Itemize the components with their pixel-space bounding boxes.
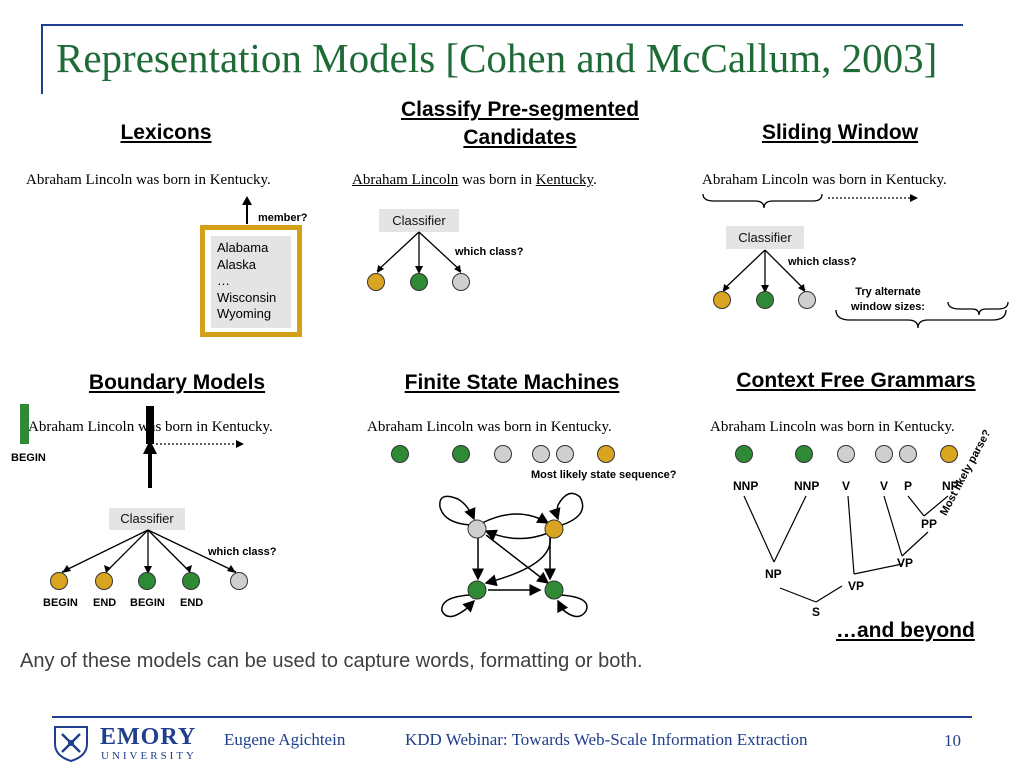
boundary-cursor-arrows: [143, 440, 244, 488]
fsm-word-states: [391, 445, 615, 463]
sentence-classify: Abraham Lincoln was born in Kentucky.: [352, 172, 597, 189]
class-node-green: [756, 291, 774, 309]
footer-event: KDD Webinar: Towards Web-Scale Informati…: [405, 730, 808, 749]
lexicon-item: …: [217, 273, 230, 288]
sliding-question: which class?: [788, 256, 857, 268]
boundary-node-green: [138, 572, 156, 590]
heading-lexicons: Lexicons: [120, 121, 212, 144]
heading-classify-line2: Candidates: [463, 126, 577, 149]
beyond-label: …and beyond: [836, 619, 975, 642]
page-number: 10: [944, 731, 961, 750]
candidate-abraham-lincoln: Abraham Lincoln: [352, 172, 459, 188]
heading-boundary-models: Boundary Models: [88, 371, 266, 394]
lexicon-item: Alaska: [217, 256, 257, 272]
class-node-gold: [713, 291, 731, 309]
footer-author: Eugene Agichtein: [224, 730, 346, 749]
begin-marker-label: BEGIN: [11, 452, 46, 464]
fsm-state-green: [467, 580, 487, 600]
sentence-middle: was born in: [458, 172, 536, 188]
heading-classify: Classify Pre-segmented Candidates: [340, 96, 700, 152]
cfg-tag: NNP: [733, 479, 759, 493]
cfg-vp-lower: VP: [848, 579, 865, 593]
classify-question: which class?: [455, 246, 524, 258]
boundary-tree: [50, 529, 248, 590]
boundary-node-gold: [50, 572, 68, 590]
class-node-gold: [367, 273, 385, 291]
class-node-green: [410, 273, 428, 291]
sliding-alternate-line2: window sizes:: [851, 301, 925, 313]
boundary-output-label: END: [93, 597, 117, 609]
classify-tree: [367, 231, 470, 291]
sliding-window-brace: [702, 193, 918, 209]
fsm-state-green: [544, 580, 564, 600]
class-node-gray: [798, 291, 816, 309]
boundary-question: which class?: [208, 546, 277, 558]
sentence-lexicons: Abraham Lincoln was born in Kentucky.: [26, 172, 271, 188]
lexicon-list-inner: Alabama Alaska … Wisconsin Wyoming: [211, 236, 291, 328]
heading-context-free-grammars: Context Free Grammars: [736, 369, 976, 392]
cfg-tag: V: [880, 479, 889, 493]
cfg-parse-lines: [743, 495, 949, 603]
emory-logo-sub: UNIVERSITY: [101, 750, 197, 762]
class-node-gray: [452, 273, 470, 291]
title-side-rule: [41, 24, 43, 94]
bottom-note: Any of these models can be used to captu…: [20, 650, 643, 672]
boundary-node-gold: [95, 572, 113, 590]
cfg-tag: NP: [942, 479, 959, 493]
slide-title: Representation Models [Cohen and McCallu…: [56, 35, 938, 81]
cfg-tag: V: [842, 479, 851, 493]
emory-logo-name: EMORY: [100, 724, 197, 750]
sentence-end: .: [593, 172, 597, 188]
heading-finite-state-machines: Finite State Machines: [404, 371, 620, 394]
cfg-tag: P: [904, 479, 913, 493]
boundary-output-label: END: [180, 597, 204, 609]
cfg-pp: PP: [921, 517, 938, 531]
boundary-cursor-bar: [146, 406, 154, 444]
sentence-cfg: Abraham Lincoln was born in Kentucky.: [710, 419, 955, 435]
begin-marker-bar: [20, 404, 29, 444]
emory-shield-icon: [54, 726, 88, 762]
sliding-alternate-line1: Try alternate: [855, 286, 921, 298]
footer-rule: [52, 716, 972, 718]
boundary-output-label: BEGIN: [130, 597, 165, 609]
boundary-node-gray: [230, 572, 248, 590]
sliding-alternate-braces: [835, 301, 1009, 329]
lexicon-item: Wyoming: [217, 306, 272, 321]
fsm-state-gray: [467, 519, 487, 539]
boundary-node-green: [182, 572, 200, 590]
fsm-question: Most likely state sequence?: [531, 469, 677, 481]
lexicon-item: Wisconsin: [217, 289, 277, 305]
lexicon-member-arrow: [242, 196, 252, 224]
cfg-np: NP: [765, 567, 782, 581]
top-rule: [41, 24, 963, 26]
boundary-classifier-box: Classifier: [109, 508, 185, 530]
cfg-word-nodes: [735, 445, 958, 463]
lexicon-box: Alabama Alaska … Wisconsin Wyoming: [200, 225, 302, 337]
cfg-vp-upper: VP: [897, 556, 914, 570]
lexicon-member-label: member?: [258, 212, 308, 224]
heading-classify-line1: Classify Pre-segmented: [400, 98, 640, 121]
sentence-fsm: Abraham Lincoln was born in Kentucky.: [367, 419, 612, 435]
fsm-state-gold: [544, 519, 564, 539]
classify-classifier-box: Classifier: [379, 209, 459, 232]
sliding-tree: [713, 249, 816, 309]
sentence-sliding-window: Abraham Lincoln was born in Kentucky.: [702, 172, 947, 188]
boundary-output-label: BEGIN: [43, 597, 78, 609]
lexicon-item: Alabama: [217, 240, 269, 255]
sliding-alternate-label: Try alternate window sizes:: [838, 285, 938, 315]
candidate-kentucky: Kentucky: [535, 172, 594, 188]
sliding-classifier-box: Classifier: [726, 226, 804, 249]
cfg-tag: NNP: [794, 479, 820, 493]
cfg-s: S: [812, 605, 821, 619]
heading-sliding-window: Sliding Window: [761, 121, 919, 144]
fsm-state-graph: [439, 492, 588, 618]
